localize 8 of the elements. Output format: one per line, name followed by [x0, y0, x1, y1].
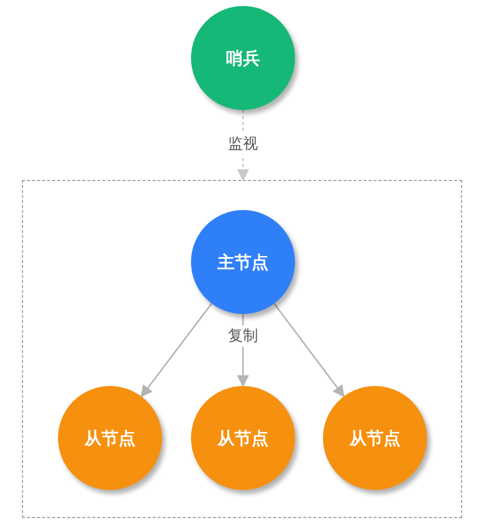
node-label: 从节点: [218, 428, 268, 450]
node-label: 主节点: [218, 252, 268, 274]
node-label: 从节点: [350, 428, 400, 450]
node-label: 哨兵: [226, 48, 260, 70]
arrow: [274, 303, 345, 398]
dashed-group-box: [22, 180, 462, 518]
node-label: 从节点: [84, 428, 136, 450]
arrow: [140, 303, 212, 398]
